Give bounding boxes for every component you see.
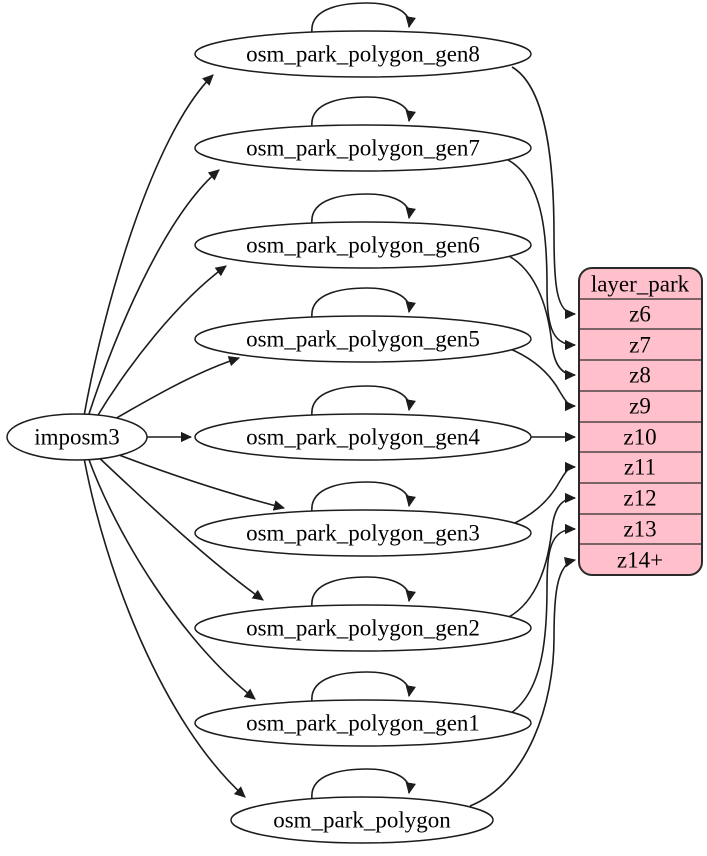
node-ellipse — [194, 413, 532, 461]
self-loop-edges — [311, 2, 416, 800]
node-osm_park_polygon: osm_park_polygon — [230, 796, 494, 844]
node-label: osm_park_polygon — [273, 808, 451, 833]
edge-osm_park_polygon-to-z14 — [469, 556, 577, 807]
edge-osm_park_polygon_gen7-to-z7 — [507, 159, 577, 351]
row-z14plus: z14+ — [617, 548, 663, 573]
edge-osm_park_polygon_gen2-to-z12 — [504, 492, 577, 620]
layer-park-title: layer_park — [591, 272, 690, 297]
self-loop-osm_park_polygon_gen5 — [311, 287, 416, 319]
edge-imposm3-to-osm_park_polygon — [83, 457, 246, 798]
self-loop-osm_park_polygon_gen6 — [311, 193, 416, 225]
node-label: osm_park_polygon_gen8 — [246, 42, 480, 67]
edge-osm_park_polygon_gen1-to-z13 — [507, 523, 577, 716]
row-z10: z10 — [623, 425, 656, 450]
node-osm_park_polygon_gen5: osm_park_polygon_gen5 — [194, 315, 532, 363]
row-z6: z6 — [629, 302, 651, 327]
imposm3-ellipse — [6, 413, 148, 461]
node-label: osm_park_polygon_gen3 — [246, 521, 480, 546]
node-ellipse — [194, 509, 532, 557]
node-osm_park_polygon_gen8: osm_park_polygon_gen8 — [194, 30, 532, 78]
layer-park-table: layer_park z6 z7 z8 z9 z10 z11 z12 z13 z… — [578, 267, 703, 576]
row-z8: z8 — [629, 363, 651, 388]
row-z9: z9 — [629, 394, 651, 419]
edge-imposm3-to-osm_park_polygon_gen5 — [105, 356, 241, 425]
edge-osm_park_polygon_gen6-to-z8 — [504, 253, 577, 381]
node-ellipse — [230, 796, 494, 844]
self-loop-osm_park_polygon_gen7 — [311, 96, 416, 128]
node-osm_park_polygon_gen4: osm_park_polygon_gen4 — [194, 413, 532, 461]
imposm3-label: imposm3 — [34, 425, 120, 450]
node-ellipse — [194, 30, 532, 78]
edge-imposm3-to-osm_park_polygon_gen8 — [83, 74, 214, 417]
self-loop-osm_park_polygon_gen4 — [311, 385, 416, 417]
self-loop-osm_park_polygon_gen2 — [311, 576, 416, 608]
edge-imposm3-to-osm_park_polygon_gen7 — [87, 169, 220, 418]
edge-imposm3-to-osm_park_polygon_gen3 — [105, 449, 286, 511]
node-osm_park_polygon_gen2: osm_park_polygon_gen2 — [194, 604, 532, 652]
edges-from-imposm3 — [83, 74, 286, 798]
edge-imposm3-to-osm_park_polygon_gen2 — [94, 453, 264, 601]
edges-to-layer-table — [469, 66, 577, 807]
edge-osm_park_polygon_gen8-to-z6 — [511, 66, 577, 320]
row-z12: z12 — [623, 486, 656, 511]
node-label: osm_park_polygon_gen2 — [246, 616, 480, 641]
node-ellipse — [194, 699, 532, 747]
node-label: osm_park_polygon_gen7 — [246, 136, 480, 161]
row-z7: z7 — [629, 333, 651, 358]
node-label: osm_park_polygon_gen6 — [246, 233, 480, 258]
node-osm_park_polygon_gen6: osm_park_polygon_gen6 — [194, 221, 532, 269]
self-loop-osm_park_polygon_gen1 — [311, 671, 416, 703]
row-z13: z13 — [623, 517, 656, 542]
node-ellipse — [194, 315, 532, 363]
node-imposm3: imposm3 — [6, 413, 148, 461]
row-z11: z11 — [624, 455, 656, 480]
node-osm_park_polygon_gen3: osm_park_polygon_gen3 — [194, 509, 532, 557]
node-label: osm_park_polygon_gen5 — [246, 327, 480, 352]
node-osm_park_polygon_gen7: osm_park_polygon_gen7 — [194, 124, 532, 172]
node-osm_park_polygon_gen1: osm_park_polygon_gen1 — [194, 699, 532, 747]
node-ellipse — [194, 221, 532, 269]
edge-osm_park_polygon_gen3-to-z11 — [507, 461, 577, 527]
edge-imposm3-to-osm_park_polygon_gen6 — [94, 265, 227, 421]
edge-osm_park_polygon_gen5-to-z9 — [507, 347, 577, 412]
node-ellipse — [194, 604, 532, 652]
node-label: osm_park_polygon_gen1 — [246, 711, 480, 736]
self-loop-osm_park_polygon_gen8 — [311, 2, 416, 34]
node-ellipse — [194, 124, 532, 172]
edge-imposm3-to-osm_park_polygon_gen1 — [87, 456, 256, 700]
self-loop-osm_park_polygon_gen3 — [311, 481, 416, 513]
self-loop-osm_park_polygon — [311, 768, 416, 800]
node-label: osm_park_polygon_gen4 — [246, 425, 480, 450]
